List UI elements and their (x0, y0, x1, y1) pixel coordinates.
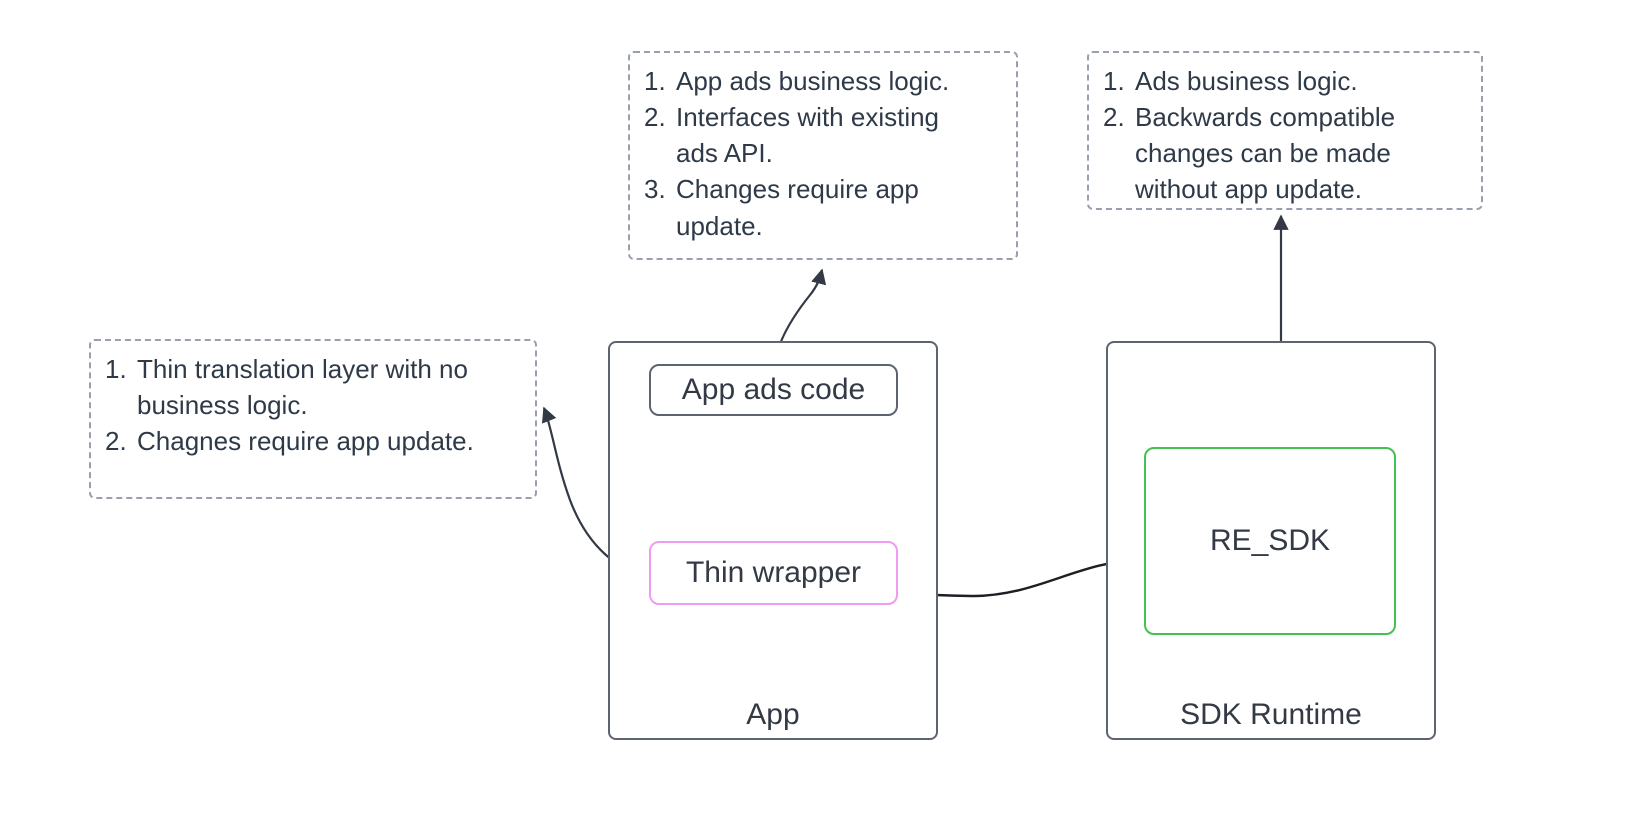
note-item: Thin translation layer with no business … (105, 351, 468, 421)
note-list: Ads business logic. Backwards compatible… (1103, 63, 1467, 208)
node-re-sdk[interactable]: RE_SDK (1144, 447, 1396, 635)
note-list: App ads business logic. Interfaces with … (644, 63, 1002, 244)
note-item: Interfaces with existing ads API. (644, 99, 940, 169)
node-thin-wrapper[interactable]: Thin wrapper (649, 541, 898, 605)
note-item: Chagnes require app update. (105, 423, 474, 459)
node-app-ads-code[interactable]: App ads code (649, 364, 898, 416)
note-thin-wrapper: Thin translation layer with no business … (89, 339, 537, 499)
note-item: Ads business logic. (1103, 63, 1358, 99)
note-app-ads-code: App ads business logic. Interfaces with … (628, 51, 1018, 260)
container-app-label: App (746, 698, 800, 731)
note-item: Backwards compatible changes can be made… (1103, 99, 1396, 205)
note-item: App ads business logic. (644, 63, 950, 99)
note-re-sdk: Ads business logic. Backwards compatible… (1087, 51, 1483, 210)
note-list: Thin translation layer with no business … (105, 351, 521, 460)
note-item: Changes require app update. (644, 171, 919, 241)
container-sdk-runtime-label: SDK Runtime (1180, 698, 1362, 731)
